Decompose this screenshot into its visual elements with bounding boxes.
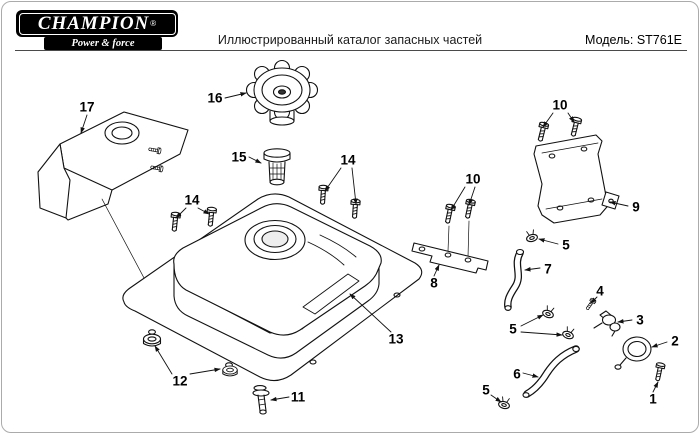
page-title: Иллюстрированный каталог запасных частей [217,33,483,47]
clamp-5c [561,325,577,341]
bolt-11 [252,385,270,415]
header-divider [15,50,687,51]
fuel-hose-6 [522,345,580,398]
fuel-hose-7 [504,248,525,311]
bracket-8 [411,198,489,274]
clamp-5b [541,304,557,320]
brand-tagline: Power & force [44,37,162,50]
leader-lines [80,92,668,403]
fuel-cap [245,59,319,126]
cover-shield [37,111,189,221]
model-label: Модель: ST761E [585,33,682,47]
petcock-cup-2 [614,336,652,370]
grommet-12a [142,333,162,347]
alignment-line [101,198,153,294]
fuel-filter [263,148,291,186]
brand-name: CHAMPION [37,13,150,34]
clamp-5d [497,395,512,411]
champion-logo: CHAMPION® [16,10,178,37]
bracket-9 [533,115,620,224]
grommet-12b [222,365,238,377]
bolt-1 [652,361,666,383]
fuel-valve-3 [593,310,621,337]
fuel-tank [173,203,382,359]
registered-mark: ® [150,19,157,28]
clamp-5a [524,228,539,244]
